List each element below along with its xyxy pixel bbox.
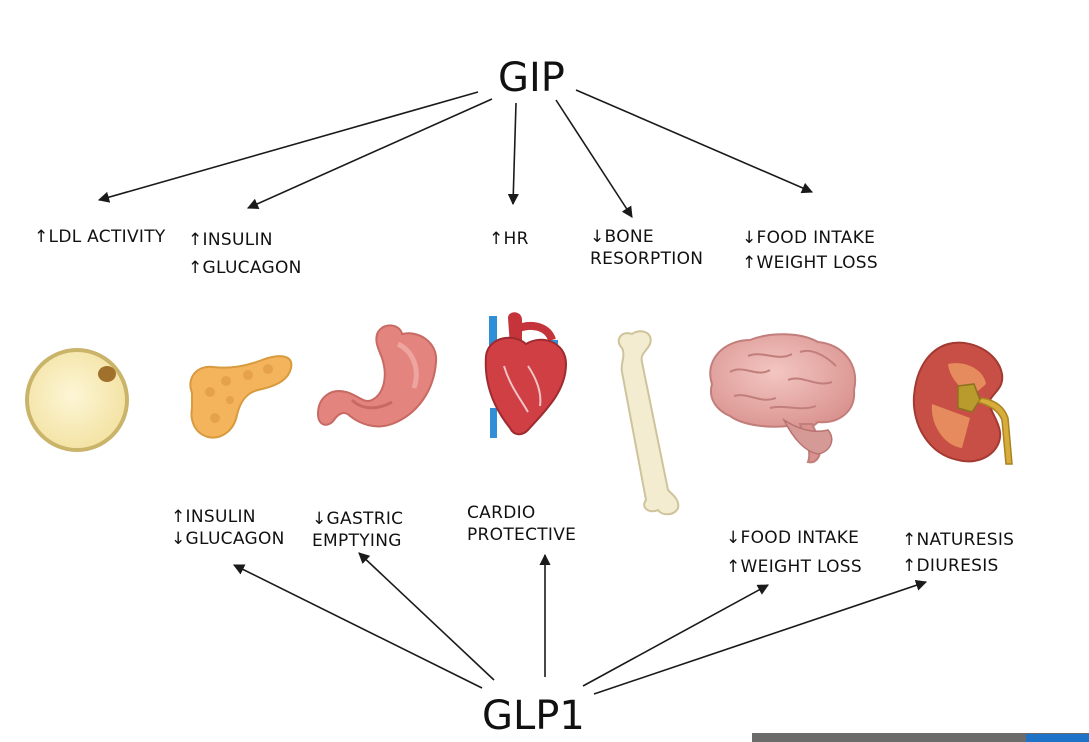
brain-icon bbox=[709, 333, 857, 464]
gip-effect-food-line2: ↑WEIGHT LOSS bbox=[742, 253, 878, 273]
gip-effect-food-line1: ↓FOOD INTAKE bbox=[742, 228, 876, 248]
glp1-effect-naturesis-diuresis: ↑NATURESIS ↑DIURESIS bbox=[902, 527, 1014, 579]
gip-arrow-insulin bbox=[246, 98, 493, 210]
bone-icon bbox=[617, 330, 680, 516]
glp1-effect-gastric-line2: EMPTYING bbox=[312, 531, 402, 551]
gip-effect-bone-line2: RESORPTION bbox=[590, 249, 704, 269]
bottom-scroll-thumb[interactable] bbox=[1026, 734, 1089, 742]
gip-arrow-food bbox=[575, 89, 814, 194]
kidney-icon bbox=[912, 341, 1013, 465]
gip-arrow-hr bbox=[507, 102, 519, 206]
pancreas-icon bbox=[189, 355, 293, 439]
glp1-effect-naturesis-line2: ↑DIURESIS bbox=[902, 556, 999, 576]
gip-arrow-ldl bbox=[97, 91, 479, 203]
glp1-effect-food-line1: ↓FOOD INTAKE bbox=[726, 528, 860, 548]
glp1-effect-cardio: CARDIO PROTECTIVE bbox=[467, 502, 576, 546]
glp1-effect-cardio-line1: CARDIO bbox=[467, 503, 536, 523]
glp1-effect-cardio-line2: PROTECTIVE bbox=[467, 525, 577, 545]
gip-effect-insulin-glucagon: ↑INSULIN ↑GLUCAGON bbox=[188, 226, 302, 282]
gip-effect-hr: ↑HR bbox=[489, 228, 529, 250]
glp1-effect-insulin-line2: ↓GLUCAGON bbox=[171, 529, 285, 549]
heart-icon bbox=[484, 312, 568, 438]
glp1-effect-food-line2: ↑WEIGHT LOSS bbox=[726, 557, 862, 577]
gip-effect-food-weight: ↓FOOD INTAKE ↑WEIGHT LOSS bbox=[742, 226, 878, 276]
glp1-arrow-insulin bbox=[232, 564, 483, 689]
fat-cell-icon bbox=[25, 348, 129, 452]
gip-arrow-bone bbox=[555, 99, 633, 218]
gip-effect-hr-line1: ↑HR bbox=[489, 229, 529, 249]
glp1-effect-insulin-line1: ↑INSULIN bbox=[171, 507, 256, 527]
bottom-scroll-bar[interactable] bbox=[752, 733, 1089, 742]
gip-effect-bone: ↓BONE RESORPTION bbox=[590, 226, 703, 270]
glp1-arrow-gastric bbox=[358, 552, 495, 681]
gip-effect-insulin-line1: ↑INSULIN bbox=[188, 230, 273, 250]
glp1-effect-insulin-glucagon: ↑INSULIN ↓GLUCAGON bbox=[171, 506, 285, 550]
glp1-arrows bbox=[232, 552, 928, 695]
gip-effect-ldl-line1: ↑LDL ACTIVITY bbox=[34, 227, 166, 247]
gip-effect-bone-line1: ↓BONE bbox=[590, 227, 654, 247]
glp1-arrow-diuresis bbox=[593, 579, 928, 695]
gip-arrows bbox=[97, 89, 814, 218]
gip-effect-insulin-line2: ↑GLUCAGON bbox=[188, 258, 302, 278]
glp1-arrow-food bbox=[582, 584, 769, 687]
glp1-hub-label: GLP1 bbox=[482, 693, 585, 739]
stomach-icon bbox=[316, 324, 438, 428]
glp1-effect-gastric-line1: ↓GASTRIC bbox=[312, 509, 404, 529]
glp1-effect-food-weight: ↓FOOD INTAKE ↑WEIGHT LOSS bbox=[726, 524, 862, 582]
gip-effect-ldl: ↑LDL ACTIVITY bbox=[34, 226, 166, 248]
glp1-effect-naturesis-line1: ↑NATURESIS bbox=[902, 530, 1015, 550]
gip-hub-label: GIP bbox=[498, 55, 565, 101]
glp1-effect-gastric: ↓GASTRIC EMPTYING bbox=[312, 508, 403, 552]
